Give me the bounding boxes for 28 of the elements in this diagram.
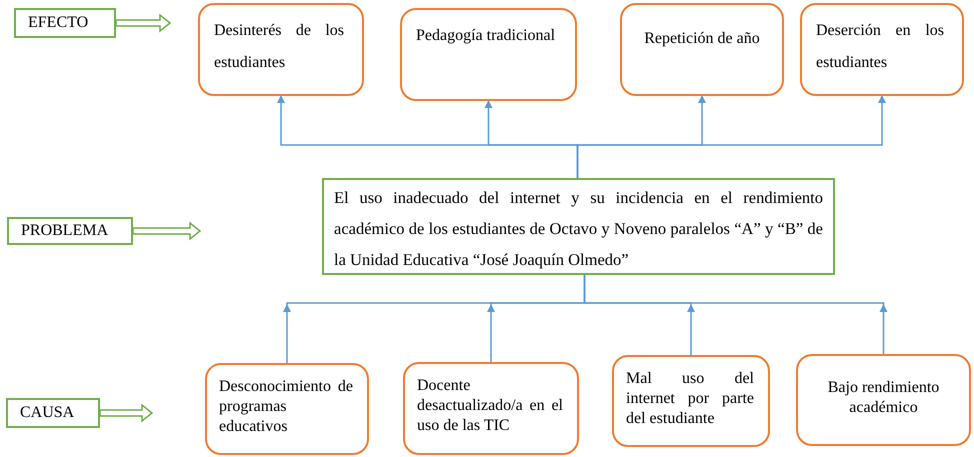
- node-text: Deserción en los estudiantes: [816, 21, 944, 73]
- node-text: Desinterés de los estudiantes: [214, 21, 344, 73]
- problem-box: [322, 178, 835, 275]
- block-arrow: [132, 221, 202, 241]
- arrow: [576, 95, 886, 178]
- node-text: PROBLEMA: [21, 221, 108, 241]
- cause-box: [796, 354, 971, 446]
- node-text: Repetición de año: [643, 29, 761, 49]
- node-text: Pedagogía tradicional: [416, 26, 556, 46]
- block-arrow: [115, 13, 172, 33]
- node-text: Docente desactualizado/a en el uso de las TIC: [417, 376, 563, 436]
- cause-box: [612, 355, 770, 447]
- effect-box: [198, 3, 364, 96]
- block-arrow: [99, 403, 154, 423]
- effect-box: [400, 8, 577, 101]
- category-box: [7, 217, 133, 245]
- node-text: Mal uso del internet por parte del estudiante: [626, 369, 754, 429]
- category-box: [14, 8, 116, 38]
- effect-box: [620, 3, 784, 96]
- node-text: CAUSA: [20, 403, 74, 423]
- cause-box: [403, 362, 579, 455]
- cause-box: [205, 363, 369, 455]
- node-text: Desconocimiento de programas educativos: [219, 377, 353, 437]
- category-box: [6, 398, 100, 428]
- node-text: Bajo rendimiento académico: [826, 378, 940, 418]
- node-text: El uso inadecuado del internet y su incidencia en el rendimiento académico de los estudiantes de Octavo y Noveno paralelos “A” y “B” de la Unidad Educativa “José Joaquín Olmedo”: [334, 187, 823, 271]
- node-text: EFECTO: [28, 13, 88, 33]
- effect-box: [800, 3, 964, 96]
